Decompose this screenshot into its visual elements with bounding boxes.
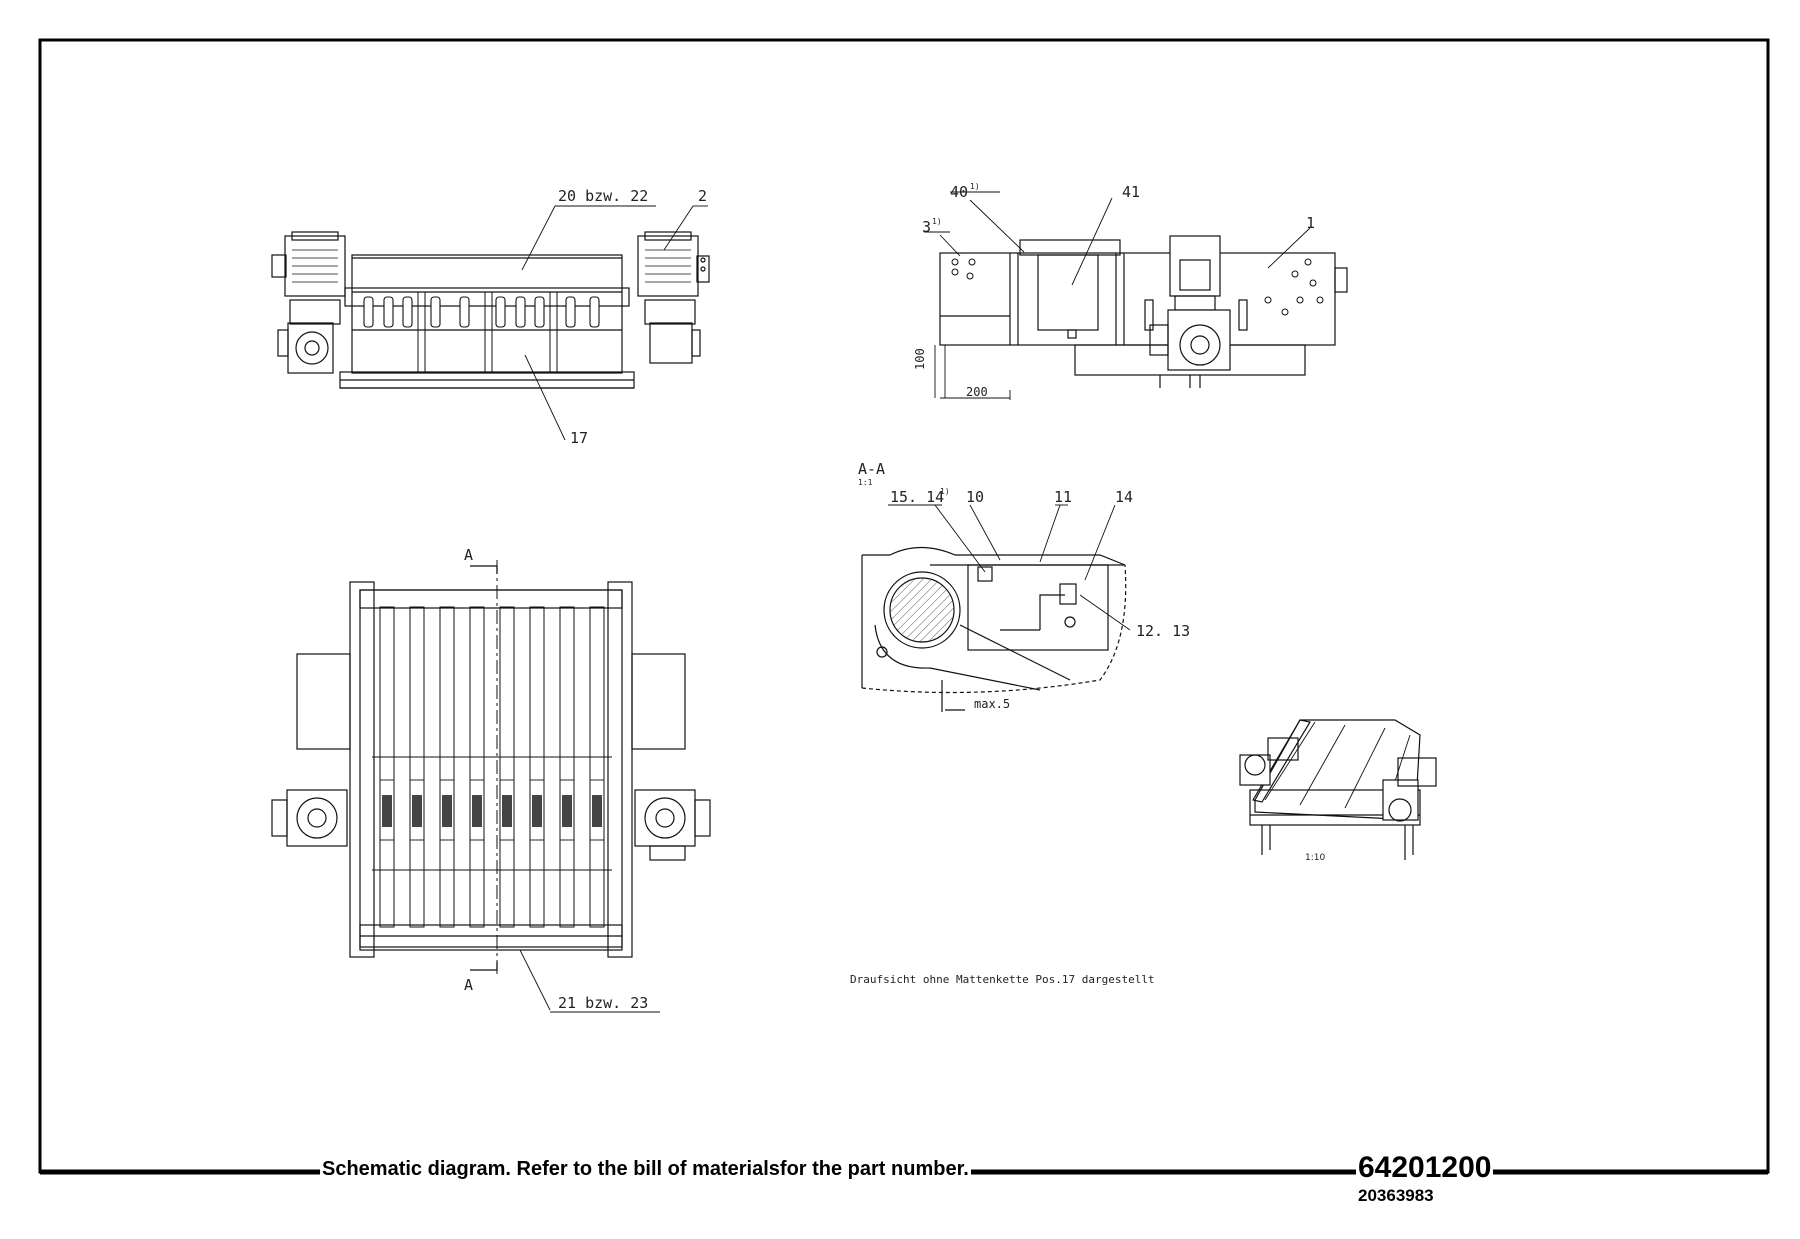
section-mark-bottom: A [464, 976, 473, 994]
side-view-callouts: 40 1) 3 1) 41 1 100 200 [913, 182, 1315, 399]
section-aa-callouts: A-A 1:1 15. 14 1) 10 11 14 12. 13 max.5 [858, 460, 1190, 711]
top-view-callouts: A A 21 bzw. 23 [464, 546, 648, 1012]
callout-3: 3 [922, 218, 931, 236]
iso-view [1239, 719, 1437, 860]
schematic-note: Schematic diagram. Refer to the bill of … [320, 1158, 971, 1181]
callout-20-22: 20 bzw. 22 [558, 187, 648, 205]
front-view [271, 205, 710, 441]
callout-40-note: 1) [970, 182, 980, 191]
callout-21-23: 21 bzw. 23 [558, 994, 648, 1012]
iso-scale: 1:10 [1305, 853, 1325, 863]
callout-2: 2 [698, 187, 707, 205]
section-aa-view [861, 504, 1131, 712]
callout-12-13: 12. 13 [1136, 622, 1190, 640]
callout-14: 14 [1115, 488, 1133, 506]
section-title: A-A [858, 460, 885, 478]
callout-41: 41 [1122, 183, 1140, 201]
callout-11: 11 [1054, 488, 1072, 506]
dim-max5: max.5 [974, 697, 1010, 711]
callout-15-14-note: 1) [940, 487, 950, 496]
section-mark-top: A [464, 546, 473, 564]
side-view [924, 191, 1348, 400]
drawing-number: 64201200 [1356, 1151, 1494, 1185]
callout-15-14: 15. 14 [890, 488, 944, 506]
callout-17: 17 [570, 429, 588, 447]
front-view-callouts: 20 bzw. 22 2 17 [558, 187, 707, 447]
callout-1: 1 [1306, 214, 1315, 232]
document-id: 20363983 [1358, 1186, 1434, 1205]
draufsicht-note: Draufsicht ohne Mattenkette Pos.17 darge… [850, 973, 1155, 986]
callout-10: 10 [966, 488, 984, 506]
iso-view-label: 1:10 [1305, 853, 1325, 863]
dim-200: 200 [966, 385, 988, 399]
callout-40: 40 [950, 183, 968, 201]
drawing-note: Draufsicht ohne Mattenkette Pos.17 darge… [850, 973, 1155, 986]
top-view [271, 560, 711, 1013]
section-scale: 1:1 [858, 478, 873, 487]
callout-3-note: 1) [932, 217, 942, 226]
dim-100: 100 [913, 348, 927, 370]
